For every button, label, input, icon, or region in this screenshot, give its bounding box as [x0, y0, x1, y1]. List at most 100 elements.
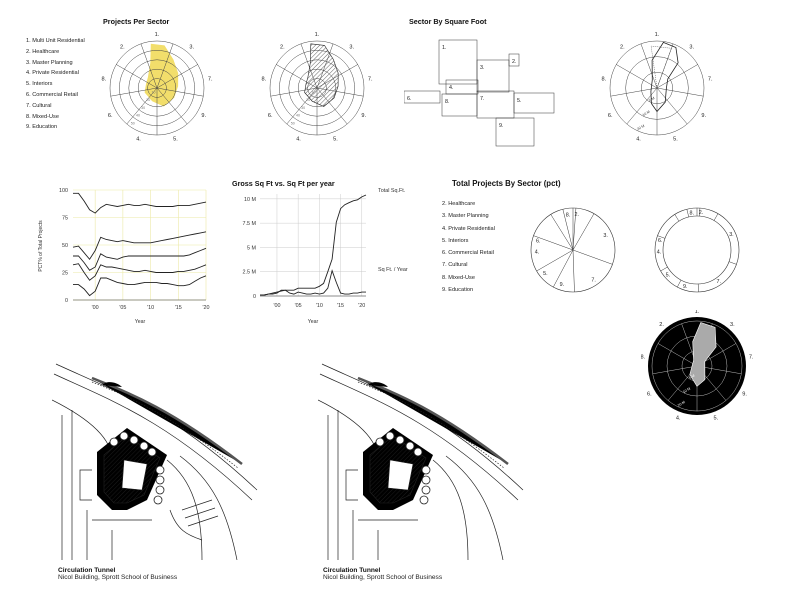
- road-edge: [445, 455, 504, 560]
- sector-label: 8.: [601, 77, 606, 83]
- donut-slice-edge: [686, 209, 690, 218]
- column-circle: [139, 441, 149, 451]
- series-line-1: [260, 194, 367, 296]
- sector-label: 5.: [173, 137, 178, 143]
- legend-item: 2. Healthcare: [26, 48, 60, 55]
- column-circle: [375, 437, 385, 447]
- donut-label: 3.: [729, 232, 734, 238]
- column-circle: [385, 431, 395, 441]
- pie-label: 3.: [603, 233, 608, 239]
- radar-dotted-shape: [650, 45, 672, 89]
- column-circle: [147, 447, 157, 457]
- y-tick-label: 2.5 M: [243, 270, 257, 276]
- sector-label: 8.: [261, 77, 266, 83]
- x-tick-label: '10: [147, 305, 154, 311]
- sector-label: 1.: [155, 32, 160, 38]
- ring-label: 5 M: [688, 374, 695, 380]
- pie-slice-edge: [553, 249, 574, 288]
- site-lines: [79, 469, 92, 501]
- courtyard: [121, 459, 148, 491]
- sector-label: 9.: [701, 113, 706, 119]
- ring-label: 20: [306, 98, 310, 102]
- x-tick-label: '10: [316, 303, 323, 309]
- sector-label: 7.: [708, 77, 713, 83]
- sector-label: 6.: [608, 113, 613, 119]
- column-circle: [155, 465, 165, 475]
- bridge-mark: [368, 382, 388, 387]
- sector-label: 2.: [120, 45, 125, 51]
- treemap-label: 8.: [445, 99, 450, 105]
- bridge-mark: [102, 382, 122, 387]
- legend-item: 8. Mixed-Use: [26, 113, 59, 120]
- x-axis-label: Year: [308, 319, 319, 325]
- y-axis-label: PCT% of Total Projects: [38, 220, 44, 272]
- sector-label: 6.: [108, 113, 113, 119]
- ring-label: 50: [131, 122, 135, 126]
- series-line-3: [73, 247, 207, 271]
- sector-label: 7.: [368, 77, 373, 83]
- radar-spoke: [316, 87, 348, 125]
- treemap-sector-by-sqft: 1.2.3.4.5.6.7.8.9.: [404, 39, 555, 147]
- column-circle: [421, 465, 431, 475]
- donut-slice-edge: [677, 279, 682, 288]
- pie-slice-edge: [536, 249, 574, 272]
- donut-label: 7.: [717, 279, 722, 285]
- caption-subtitle: Nicol Building, Sprott School of Busines…: [323, 574, 443, 581]
- caption-title: Circulation Tunnel: [323, 567, 381, 574]
- column-circle: [109, 437, 119, 447]
- radar-spoke: [656, 64, 698, 89]
- treemap-label: 7.: [480, 96, 485, 102]
- column-circle: [419, 495, 429, 505]
- x-tick-label: '20: [202, 305, 209, 311]
- legend-item: 7. Cultural: [26, 102, 52, 109]
- series-line-4: [72, 263, 207, 281]
- y-tick-label: 0: [253, 294, 256, 300]
- sector-label: 9.: [742, 392, 747, 398]
- x-tick-label: '00: [273, 303, 280, 309]
- rail-ties: [357, 381, 505, 469]
- y-tick-label: 0: [65, 298, 68, 304]
- treemap-label: 9.: [499, 123, 504, 129]
- sector-label: 3.: [189, 45, 194, 51]
- radar-spoke: [156, 87, 188, 125]
- radar-data-shape: [304, 43, 339, 107]
- sector-label: 1.: [655, 32, 660, 38]
- radar-spoke: [657, 343, 698, 367]
- legend-item: 4. Private Residential: [26, 70, 79, 77]
- ramp: [169, 509, 203, 541]
- road-edge: [179, 455, 238, 560]
- series-line-2: [260, 269, 366, 296]
- pie-label: 4.: [535, 249, 540, 255]
- y-tick-label: 10 M: [244, 197, 256, 203]
- y-tick-label: 5 M: [247, 245, 256, 251]
- y-tick-label: 100: [59, 188, 68, 194]
- legend-item: 6. Commercial Retail: [442, 250, 494, 257]
- x-tick-label: '05: [119, 305, 126, 311]
- radar-spoke: [156, 43, 174, 89]
- legend-item: 9. Education: [26, 124, 58, 131]
- column-circle: [119, 431, 129, 441]
- road-edge: [166, 459, 203, 560]
- x-tick-label: '00: [92, 305, 99, 311]
- sector-label: 4.: [296, 137, 301, 143]
- legend-item: 7. Cultural: [442, 262, 468, 269]
- sector-label: 9.: [201, 113, 206, 119]
- pie-slice-edge: [572, 249, 613, 265]
- column-circle: [395, 435, 405, 445]
- donut-slice-edge: [713, 213, 719, 221]
- treemap-label: 5.: [517, 98, 522, 104]
- sector-label: 5.: [713, 416, 718, 422]
- ring-label: 20 M: [677, 400, 686, 407]
- road-edge: [319, 373, 519, 501]
- radar-spoke: [140, 43, 158, 89]
- sector-label: 2.: [659, 322, 664, 328]
- donut-label: 2.: [699, 210, 704, 216]
- line-chart-gross-sqft: 10 M7.5 M5 M2.5 M0'00'05'10'15'20YearTot…: [243, 188, 408, 325]
- donut-label: 6.: [658, 238, 663, 244]
- column-circle: [421, 475, 431, 485]
- pie-slice-edge: [562, 209, 574, 251]
- column-circle: [155, 485, 165, 495]
